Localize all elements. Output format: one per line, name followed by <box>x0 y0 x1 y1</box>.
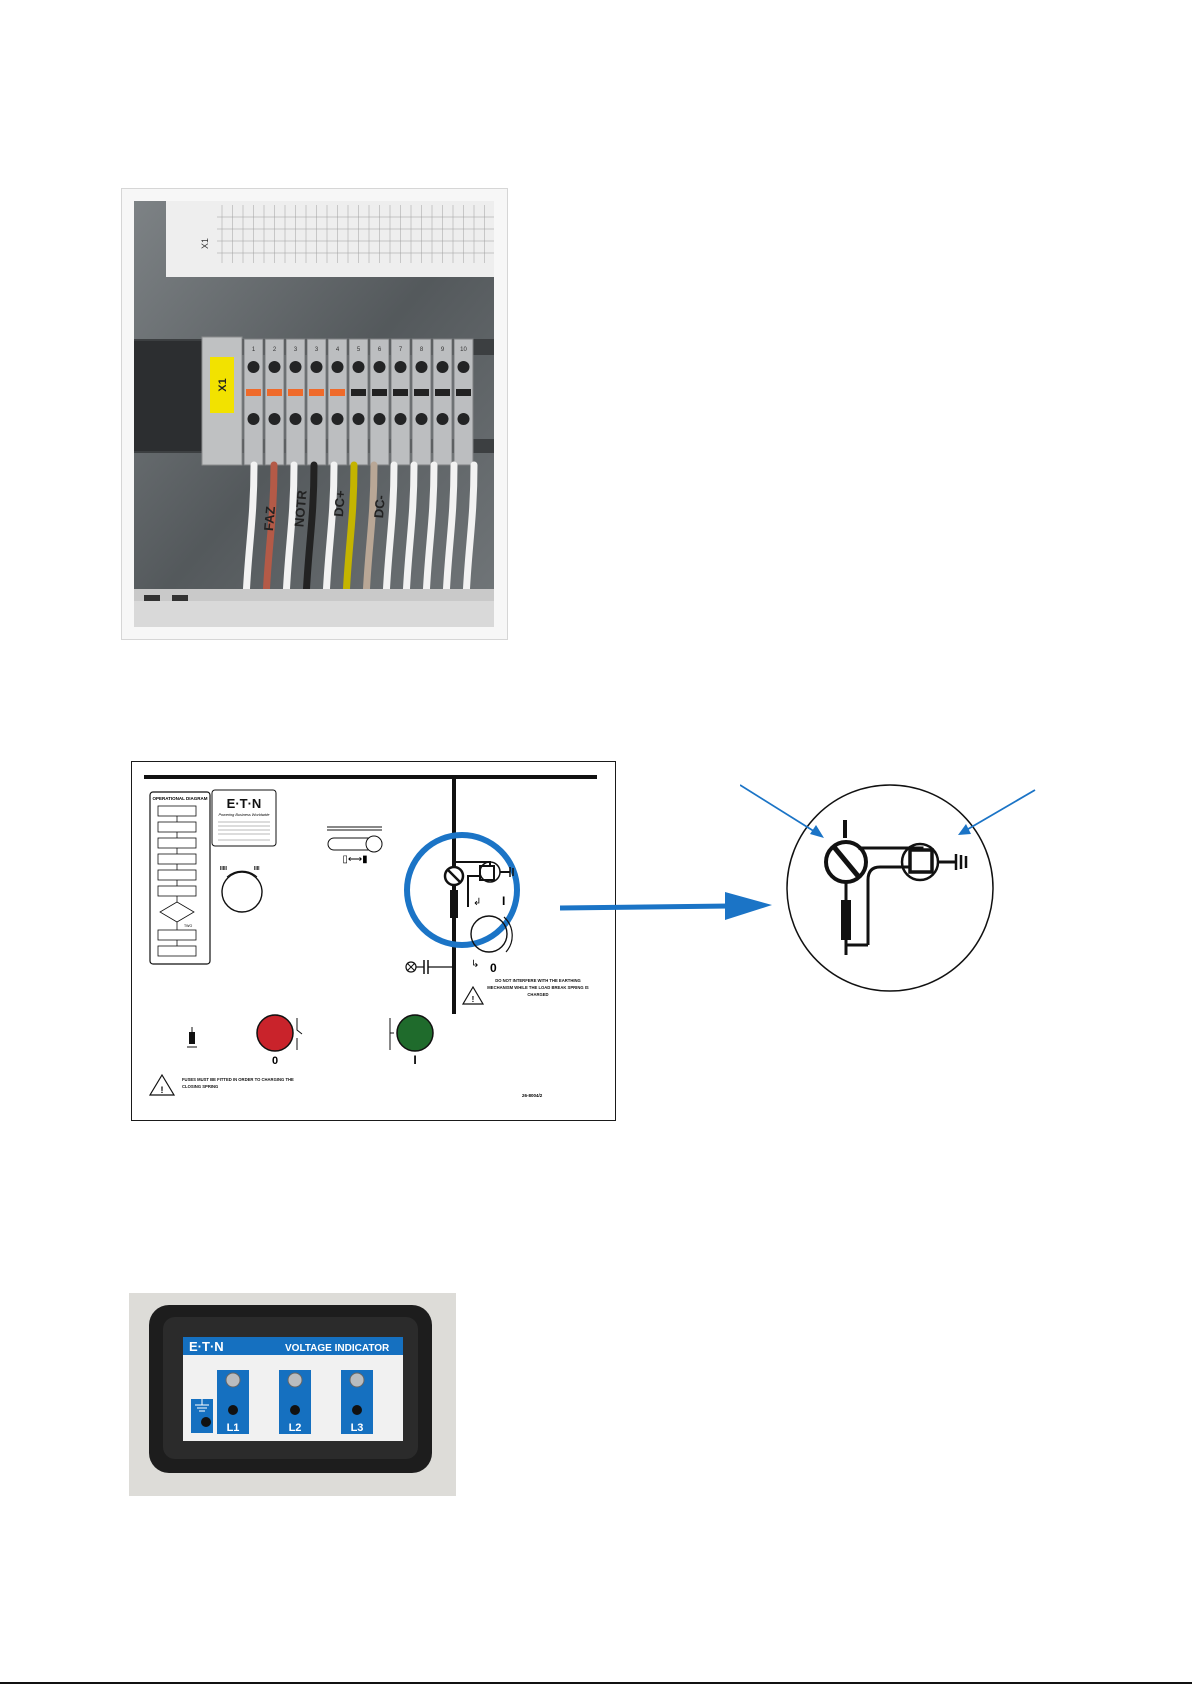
open-button[interactable]: 0 <box>256 1014 303 1067</box>
svg-text:IIII: IIII <box>254 866 260 872</box>
terminal-number: 5 <box>357 347 361 353</box>
position-on-label: I <box>502 894 505 908</box>
svg-text:X1: X1 <box>200 238 210 249</box>
terminal: 5 <box>348 338 369 466</box>
phase-l2: L2 <box>279 1370 311 1434</box>
eaton-tagline: Powering Business Worldwide <box>218 813 269 817</box>
phase-l3: L3 <box>341 1370 373 1434</box>
earth-socket <box>201 1417 211 1427</box>
terminal-number: 8 <box>420 347 424 353</box>
terminal: 10 <box>453 338 474 466</box>
svg-text:↳: ↳ <box>471 959 479 970</box>
terminal-number: 7 <box>399 347 403 353</box>
svg-text:IIIII: IIIII <box>220 866 228 872</box>
eaton-badge: E·T·N Powering Business Worldwide <box>211 789 277 847</box>
operating-panel-diagram: OPERATIONAL DIAGRAM TWO <box>131 761 616 1121</box>
eaton-logo: E·T·N <box>227 796 262 811</box>
zoomed-earthing-symbol <box>824 820 968 955</box>
close-button-label: I <box>413 1053 416 1067</box>
terminal-block-illustration: X1 X1 1 2 3 3 4 5 6 7 8 9 10 FAZ NOTR DC+ DC- <box>134 201 494 627</box>
wire-label-notr: NOTR <box>291 489 309 528</box>
terminal-number: 3 <box>294 347 298 353</box>
warning-fuses-text: FUSES MUST BE FITTED IN ORDER TO CHARGIN… <box>182 1077 294 1089</box>
wire-label-dc-plus: DC+ <box>331 489 348 517</box>
lock-slider-icon: ▯⟷▮ <box>327 826 383 865</box>
terminal-number: 10 <box>460 347 467 353</box>
terminal: 3 <box>285 338 306 466</box>
terminal-number: 6 <box>378 347 382 353</box>
terminal-number: 4 <box>336 347 340 353</box>
l2-label: L2 <box>289 1422 302 1434</box>
phase-l1: L1 <box>217 1370 249 1434</box>
operational-title: OPERATIONAL DIAGRAM <box>152 796 207 801</box>
pointer-arrow-right <box>962 789 1036 833</box>
flow-note: TWO <box>184 924 192 928</box>
close-button[interactable]: I <box>389 1014 434 1067</box>
fuse-symbol <box>187 1027 197 1048</box>
zoomed-symbol-detail <box>739 750 1060 1010</box>
vi-eaton-logo: E·T·N <box>189 1339 224 1354</box>
terminal-number: 2 <box>273 347 277 353</box>
l1-label: L1 <box>227 1422 240 1434</box>
terminal: 3 <box>306 338 327 466</box>
voltage-indicator-photo: E·T·N VOLTAGE INDICATOR L1 L2 <box>129 1293 456 1496</box>
terminal: 4 <box>327 338 348 466</box>
panel-reference: 26-8004/2 <box>522 1093 543 1098</box>
charging-knob: IIIII IIII <box>220 866 263 913</box>
terminal-block-photo: X1 X1 1 2 3 3 4 5 6 7 8 9 10 FAZ NOTR DC+ DC- <box>121 188 508 640</box>
voltage-indicator-illustration: E·T·N VOLTAGE INDICATOR L1 L2 <box>129 1293 456 1496</box>
svg-text:↲: ↲ <box>473 897 481 908</box>
svg-text:!: ! <box>472 995 475 1004</box>
earthing-operating-knob: ↲ I ↳ 0 <box>470 894 513 975</box>
terminal-number: 1 <box>252 347 256 353</box>
svg-text:!: ! <box>161 1085 164 1095</box>
zoom-svg <box>739 784 1036 992</box>
wire-label-dc-minus: DC- <box>371 494 388 518</box>
terminal-number: 3 <box>315 347 319 353</box>
terminal: 7 <box>390 338 411 466</box>
highlight-circle <box>404 832 520 948</box>
terminal: 8 <box>411 338 432 466</box>
open-button-label: 0 <box>272 1055 278 1067</box>
operating-panel-svg: OPERATIONAL DIAGRAM TWO <box>144 775 597 1098</box>
indicator-lamp-symbol <box>405 960 454 974</box>
wire-label-faz: FAZ <box>261 506 278 532</box>
l3-label: L3 <box>351 1422 364 1434</box>
page-bottom-rule <box>0 1682 1192 1684</box>
terminal-number: 9 <box>441 347 445 353</box>
l3-socket <box>352 1405 362 1415</box>
l1-socket <box>228 1405 238 1415</box>
earthing-switch-symbol <box>443 861 514 918</box>
warning-fuses: ! FUSES MUST BE FITTED IN ORDER TO CHARG… <box>148 1073 294 1096</box>
warning-earthing-text: DO NOT INTERFERE WITH THE EARTHING MECHA… <box>487 978 589 997</box>
terminal: 1 <box>243 338 264 466</box>
vi-title: VOLTAGE INDICATOR <box>285 1343 390 1354</box>
strip-label: X1 <box>217 378 229 391</box>
terminal: 2 <box>264 338 285 466</box>
warning-earthing: ! DO NOT INTERFERE WITH THE EARTHING MEC… <box>461 978 589 1005</box>
zoom-connector-arrow <box>560 892 772 920</box>
terminal: 9 <box>432 338 453 466</box>
pointer-arrow-left <box>739 784 821 836</box>
position-off-label: 0 <box>490 961 497 975</box>
operational-flowchart: OPERATIONAL DIAGRAM TWO <box>149 791 211 965</box>
l2-socket <box>290 1405 300 1415</box>
terminal: 6 <box>369 338 390 466</box>
svg-text:▯⟷▮: ▯⟷▮ <box>342 854 367 865</box>
